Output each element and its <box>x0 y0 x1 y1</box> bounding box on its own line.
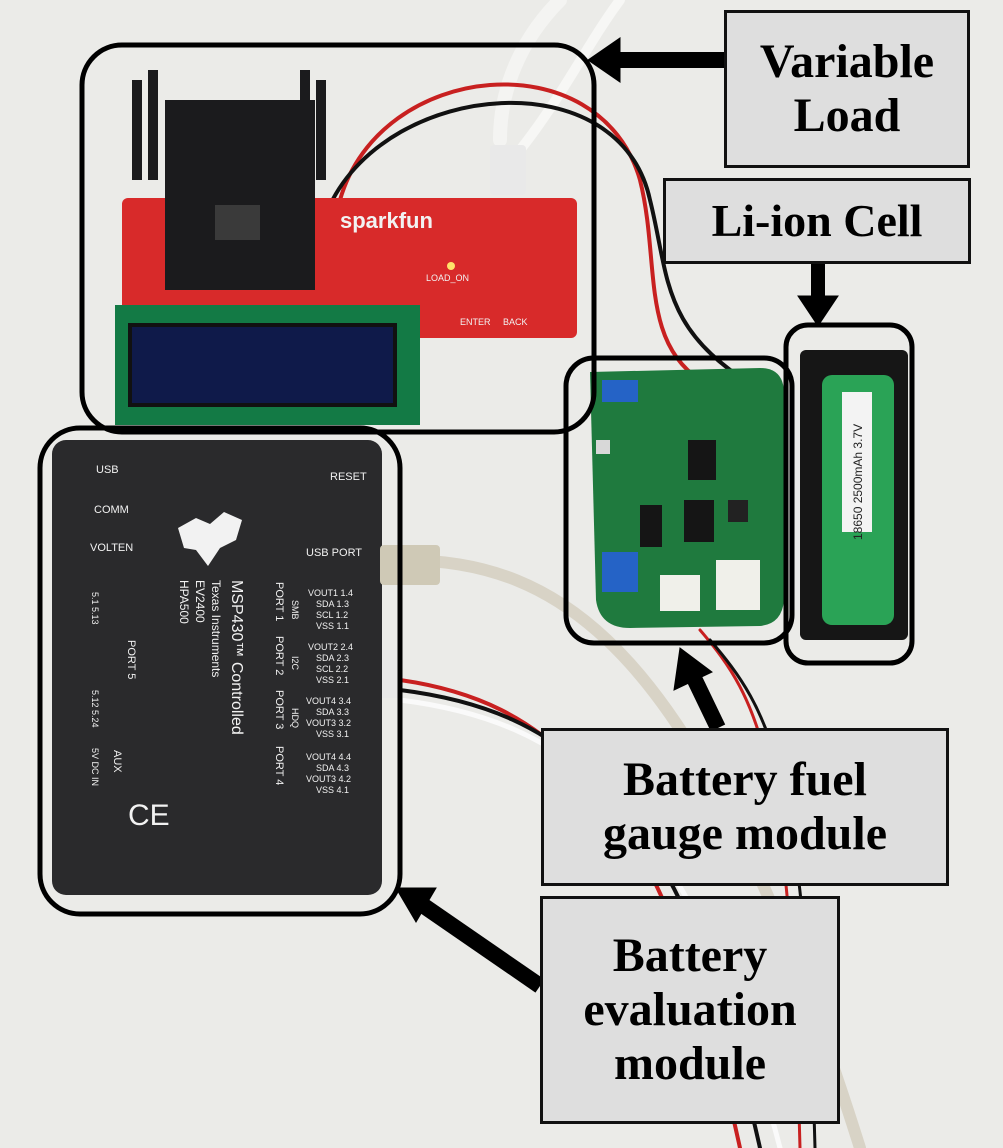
port-1-block: PORT 1 SMB VOUT1 1.4 SDA 1.3 SCL 1.2 VSS… <box>273 582 353 631</box>
ev2400-device: USB COMM VOLTEN RESET USB PORT MSP430™ C… <box>52 440 440 895</box>
svg-text:PORT 4: PORT 4 <box>273 746 285 785</box>
svg-text:AUX: AUX <box>111 750 123 773</box>
svg-text:SDA 3.3: SDA 3.3 <box>316 707 349 717</box>
svg-text:VOLTEN: VOLTEN <box>90 542 133 554</box>
lcd-screen <box>128 323 397 407</box>
usb-connector <box>380 545 440 585</box>
svg-text:VOUT3 4.2: VOUT3 4.2 <box>306 774 351 784</box>
svg-text:VOUT1 1.4: VOUT1 1.4 <box>308 588 353 598</box>
svg-text:HDQ: HDQ <box>290 708 300 728</box>
svg-text:5.1 5.13: 5.1 5.13 <box>90 592 100 625</box>
svg-text:VSS 4.1: VSS 4.1 <box>316 785 349 795</box>
svg-text:HPA500: HPA500 <box>177 580 191 624</box>
usb-plug <box>490 145 526 195</box>
svg-text:BACK: BACK <box>503 317 528 327</box>
heatsink <box>132 70 326 290</box>
svg-text:RESET: RESET <box>330 471 367 483</box>
svg-text:18650 2500mAh 3.7V: 18650 2500mAh 3.7V <box>851 424 865 540</box>
svg-text:Texas Instruments: Texas Instruments <box>209 580 223 677</box>
label-variable-load: Variable Load <box>724 10 970 168</box>
svg-text:SDA 4.3: SDA 4.3 <box>316 763 349 773</box>
svg-text:USB: USB <box>96 464 119 476</box>
port-connector <box>382 650 400 698</box>
svg-text:SDA 1.3: SDA 1.3 <box>316 599 349 609</box>
svg-text:VSS 2.1: VSS 2.1 <box>316 675 349 685</box>
svg-text:I2C: I2C <box>290 656 300 671</box>
callout-arrows <box>395 37 839 993</box>
svg-text:PORT 3: PORT 3 <box>273 690 285 729</box>
svg-text:SMB: SMB <box>290 600 300 620</box>
label-evaluation-module: Battery evaluation module <box>540 896 840 1124</box>
svg-text:5V DC IN: 5V DC IN <box>90 748 100 786</box>
svg-text:PORT 1: PORT 1 <box>273 582 285 621</box>
ce-mark: CE <box>128 799 170 832</box>
arrow-to-variable-load <box>587 37 621 83</box>
svg-text:5.12 5.24: 5.12 5.24 <box>90 690 100 728</box>
arrow-to-fuel-gauge <box>673 647 713 691</box>
variable-load-outline <box>79 42 597 435</box>
sparkfun-logo: sparkfun <box>340 208 433 233</box>
cell-outline <box>783 322 915 666</box>
svg-text:MSP430™ Controlled: MSP430™ Controlled <box>228 580 245 735</box>
fuel-gauge-board <box>590 368 784 628</box>
port-2-block: PORT 2 I2C VOUT2 2.4 SDA 2.3 SCL 2.2 VSS… <box>273 636 353 685</box>
svg-text:VOUT4 3.4: VOUT4 3.4 <box>306 696 351 706</box>
svg-text:PORT 2: PORT 2 <box>273 636 285 675</box>
svg-text:COMM: COMM <box>94 504 129 516</box>
svg-text:EV2400: EV2400 <box>193 580 207 623</box>
evaluation-module-outline <box>37 425 403 917</box>
ti-logo <box>178 512 242 566</box>
arrow-to-evaluation-module <box>395 887 437 923</box>
svg-text:VOUT2 2.4: VOUT2 2.4 <box>308 642 353 652</box>
port-3-block: PORT 3 HDQ VOUT4 3.4 SDA 3.3 VOUT3 3.2 V… <box>273 690 351 739</box>
port-4-block: PORT 4 VOUT4 4.4 SDA 4.3 VOUT3 4.2 VSS 4… <box>273 746 351 795</box>
svg-text:PORT 5: PORT 5 <box>125 640 137 679</box>
svg-text:VOUT4 4.4: VOUT4 4.4 <box>306 752 351 762</box>
svg-text:ENTER: ENTER <box>460 317 491 327</box>
svg-text:USB PORT: USB PORT <box>306 547 362 559</box>
label-fuel-gauge-module: Battery fuel gauge module <box>541 728 949 886</box>
svg-text:SCL 2.2: SCL 2.2 <box>316 664 348 674</box>
callout-outlines <box>37 42 915 917</box>
svg-text:VOUT3 3.2: VOUT3 3.2 <box>306 718 351 728</box>
svg-text:SCL 1.2: SCL 1.2 <box>316 610 348 620</box>
svg-text:VSS 3.1: VSS 3.1 <box>316 729 349 739</box>
svg-text:LOAD_ON: LOAD_ON <box>426 273 469 283</box>
svg-text:VSS 1.1: VSS 1.1 <box>316 621 349 631</box>
fuel-gauge-outline <box>563 355 795 646</box>
arrow-to-cell <box>797 295 839 327</box>
svg-text:SDA 2.3: SDA 2.3 <box>316 653 349 663</box>
label-li-ion-cell: Li-ion Cell <box>663 178 971 264</box>
variable-load-board: sparkfun LOAD_ON ENTER BACK <box>115 70 577 425</box>
li-ion-cell: 18650 2500mAh 3.7V <box>800 350 908 640</box>
